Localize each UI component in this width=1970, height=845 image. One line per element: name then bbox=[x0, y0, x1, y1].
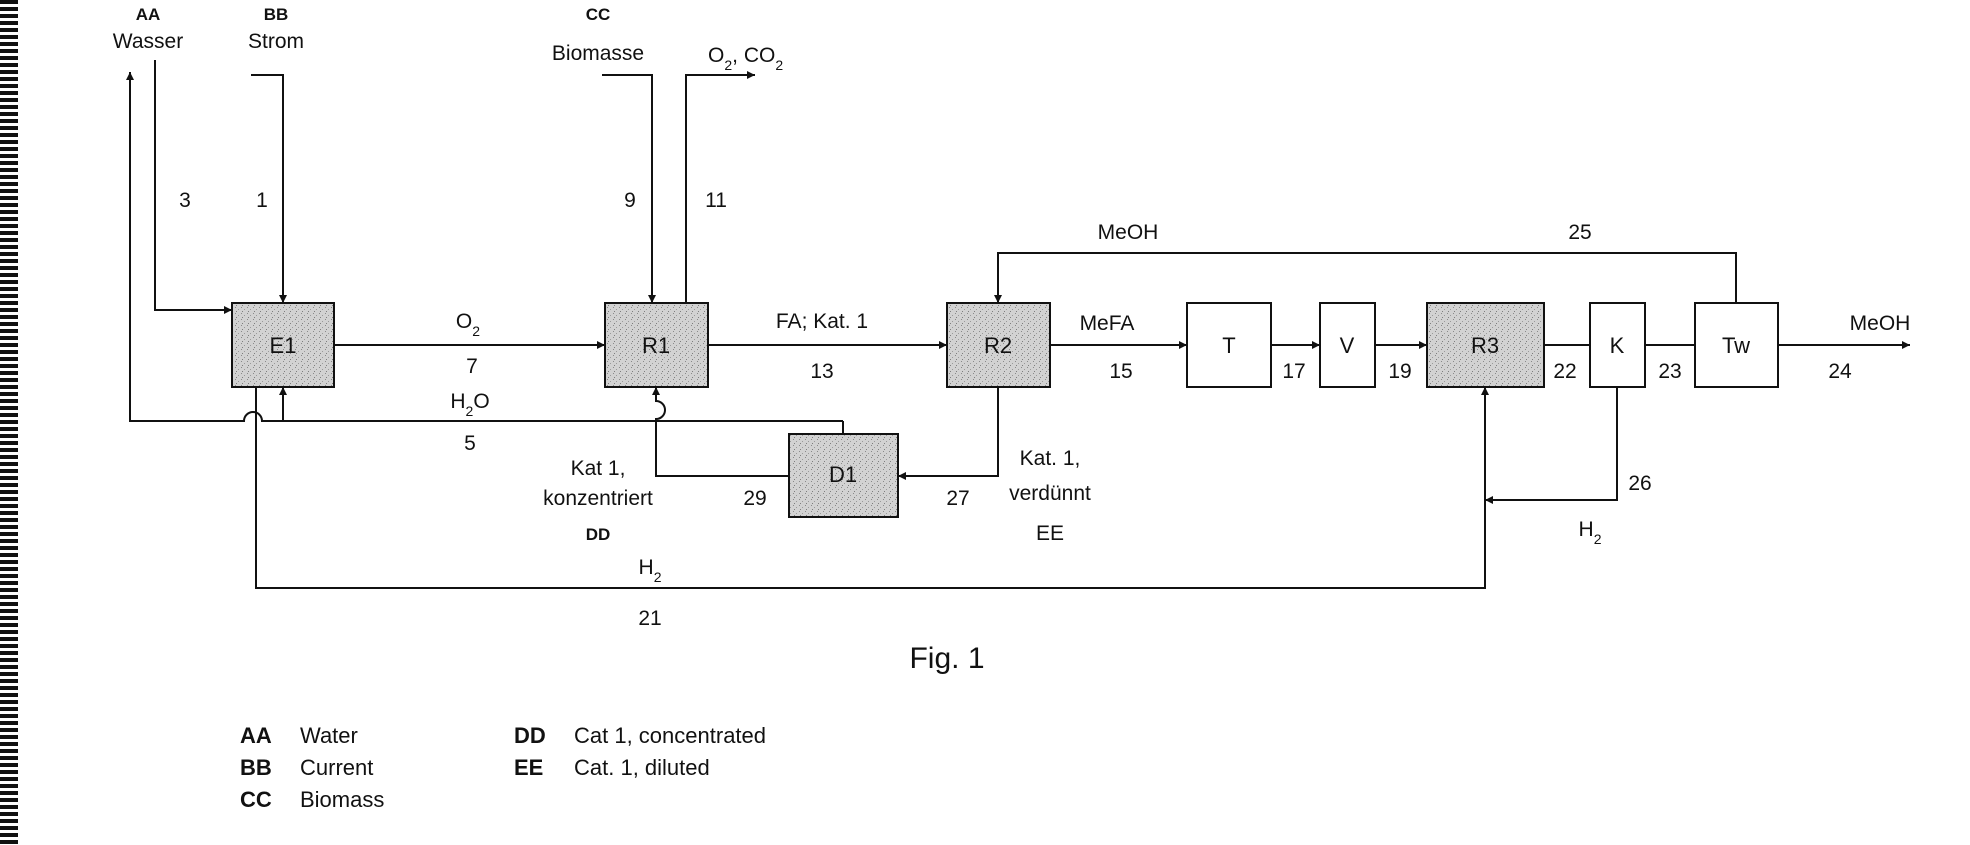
unit-d1-label: D1 bbox=[829, 462, 857, 487]
kat-conc-label-1: Kat 1, bbox=[571, 457, 626, 480]
stream-24-number: 24 bbox=[1828, 360, 1852, 383]
unit-k-label: K bbox=[1610, 333, 1625, 358]
current-code: BB bbox=[264, 5, 289, 24]
unit-v-label: V bbox=[1340, 333, 1355, 358]
stream-1-number: 1 bbox=[256, 189, 268, 212]
stream-15-number: 15 bbox=[1109, 360, 1132, 383]
legend-code: AA bbox=[240, 723, 272, 748]
current-label: Strom bbox=[248, 30, 304, 53]
kat-conc-label-2: konzentriert bbox=[543, 487, 653, 510]
stream-3-number: 3 bbox=[179, 189, 191, 212]
water-code: AA bbox=[136, 5, 161, 24]
stream-25-line bbox=[998, 253, 1736, 303]
unit-r2-label: R2 bbox=[984, 333, 1012, 358]
stream-21-number: 21 bbox=[638, 607, 661, 630]
legend-code: EE bbox=[514, 755, 543, 780]
stream-23-number: 23 bbox=[1658, 360, 1681, 383]
barcode-strip bbox=[0, 0, 18, 845]
biomass-label: Biomasse bbox=[552, 42, 644, 65]
stream-29-line bbox=[656, 387, 789, 476]
stream-29-number: 29 bbox=[743, 487, 766, 510]
legend-code: CC bbox=[240, 787, 272, 812]
stream-27-number: 27 bbox=[946, 487, 969, 510]
unit-t-label: T bbox=[1222, 333, 1235, 358]
kat-dil-label-1: Kat. 1, bbox=[1020, 447, 1081, 470]
legend-text: Water bbox=[300, 723, 358, 748]
h2o-label: H2O bbox=[450, 390, 489, 419]
stream-26-line bbox=[1485, 387, 1617, 500]
unit-tw-label: Tw bbox=[1722, 333, 1750, 358]
conc-code: DD bbox=[586, 525, 611, 544]
legend-code: DD bbox=[514, 723, 546, 748]
stream-3-line bbox=[155, 60, 232, 310]
fa-kat-label: FA; Kat. 1 bbox=[776, 310, 868, 333]
stream-9-number: 9 bbox=[624, 189, 636, 212]
dil-code: EE bbox=[1036, 522, 1064, 545]
o2-co2-label: O2, CO2 bbox=[708, 44, 783, 73]
stream-19-number: 19 bbox=[1388, 360, 1411, 383]
figure-caption: Fig. 1 bbox=[909, 642, 984, 675]
kat-dil-label-2: verdünnt bbox=[1009, 482, 1091, 505]
unit-e1-label: E1 bbox=[270, 333, 297, 358]
h2-bottom-label: H2 bbox=[639, 556, 662, 585]
unit-r1-label: R1 bbox=[642, 333, 670, 358]
stream-26-number: 26 bbox=[1628, 472, 1651, 495]
stream-5-number: 5 bbox=[464, 432, 476, 455]
stream-25-number: 25 bbox=[1568, 221, 1591, 244]
stream-17-number: 17 bbox=[1282, 360, 1305, 383]
stream-22-number: 22 bbox=[1553, 360, 1576, 383]
meoh-recycle-label: MeOH bbox=[1098, 221, 1159, 244]
stream-27-line bbox=[898, 387, 998, 476]
stream-7-number: 7 bbox=[466, 355, 478, 378]
legend-text: Cat. 1, diluted bbox=[574, 755, 710, 780]
unit-r3-label: R3 bbox=[1471, 333, 1499, 358]
legend-text: Biomass bbox=[300, 787, 384, 812]
meoh-out-label: MeOH bbox=[1850, 312, 1911, 335]
stream-13-number: 13 bbox=[810, 360, 833, 383]
legend: AA Water BB Current CC Biomass DD Cat 1,… bbox=[240, 723, 766, 812]
water-label: Wasser bbox=[113, 30, 183, 53]
legend-text: Cat 1, concentrated bbox=[574, 723, 766, 748]
mefa-label: MeFA bbox=[1080, 312, 1135, 335]
biomass-code: CC bbox=[586, 5, 611, 24]
h2-right-label: H2 bbox=[1579, 518, 1602, 547]
legend-code: BB bbox=[240, 755, 272, 780]
stream-11-number: 11 bbox=[705, 189, 727, 212]
legend-text: Current bbox=[300, 755, 373, 780]
o2-label: O2 bbox=[456, 310, 480, 339]
